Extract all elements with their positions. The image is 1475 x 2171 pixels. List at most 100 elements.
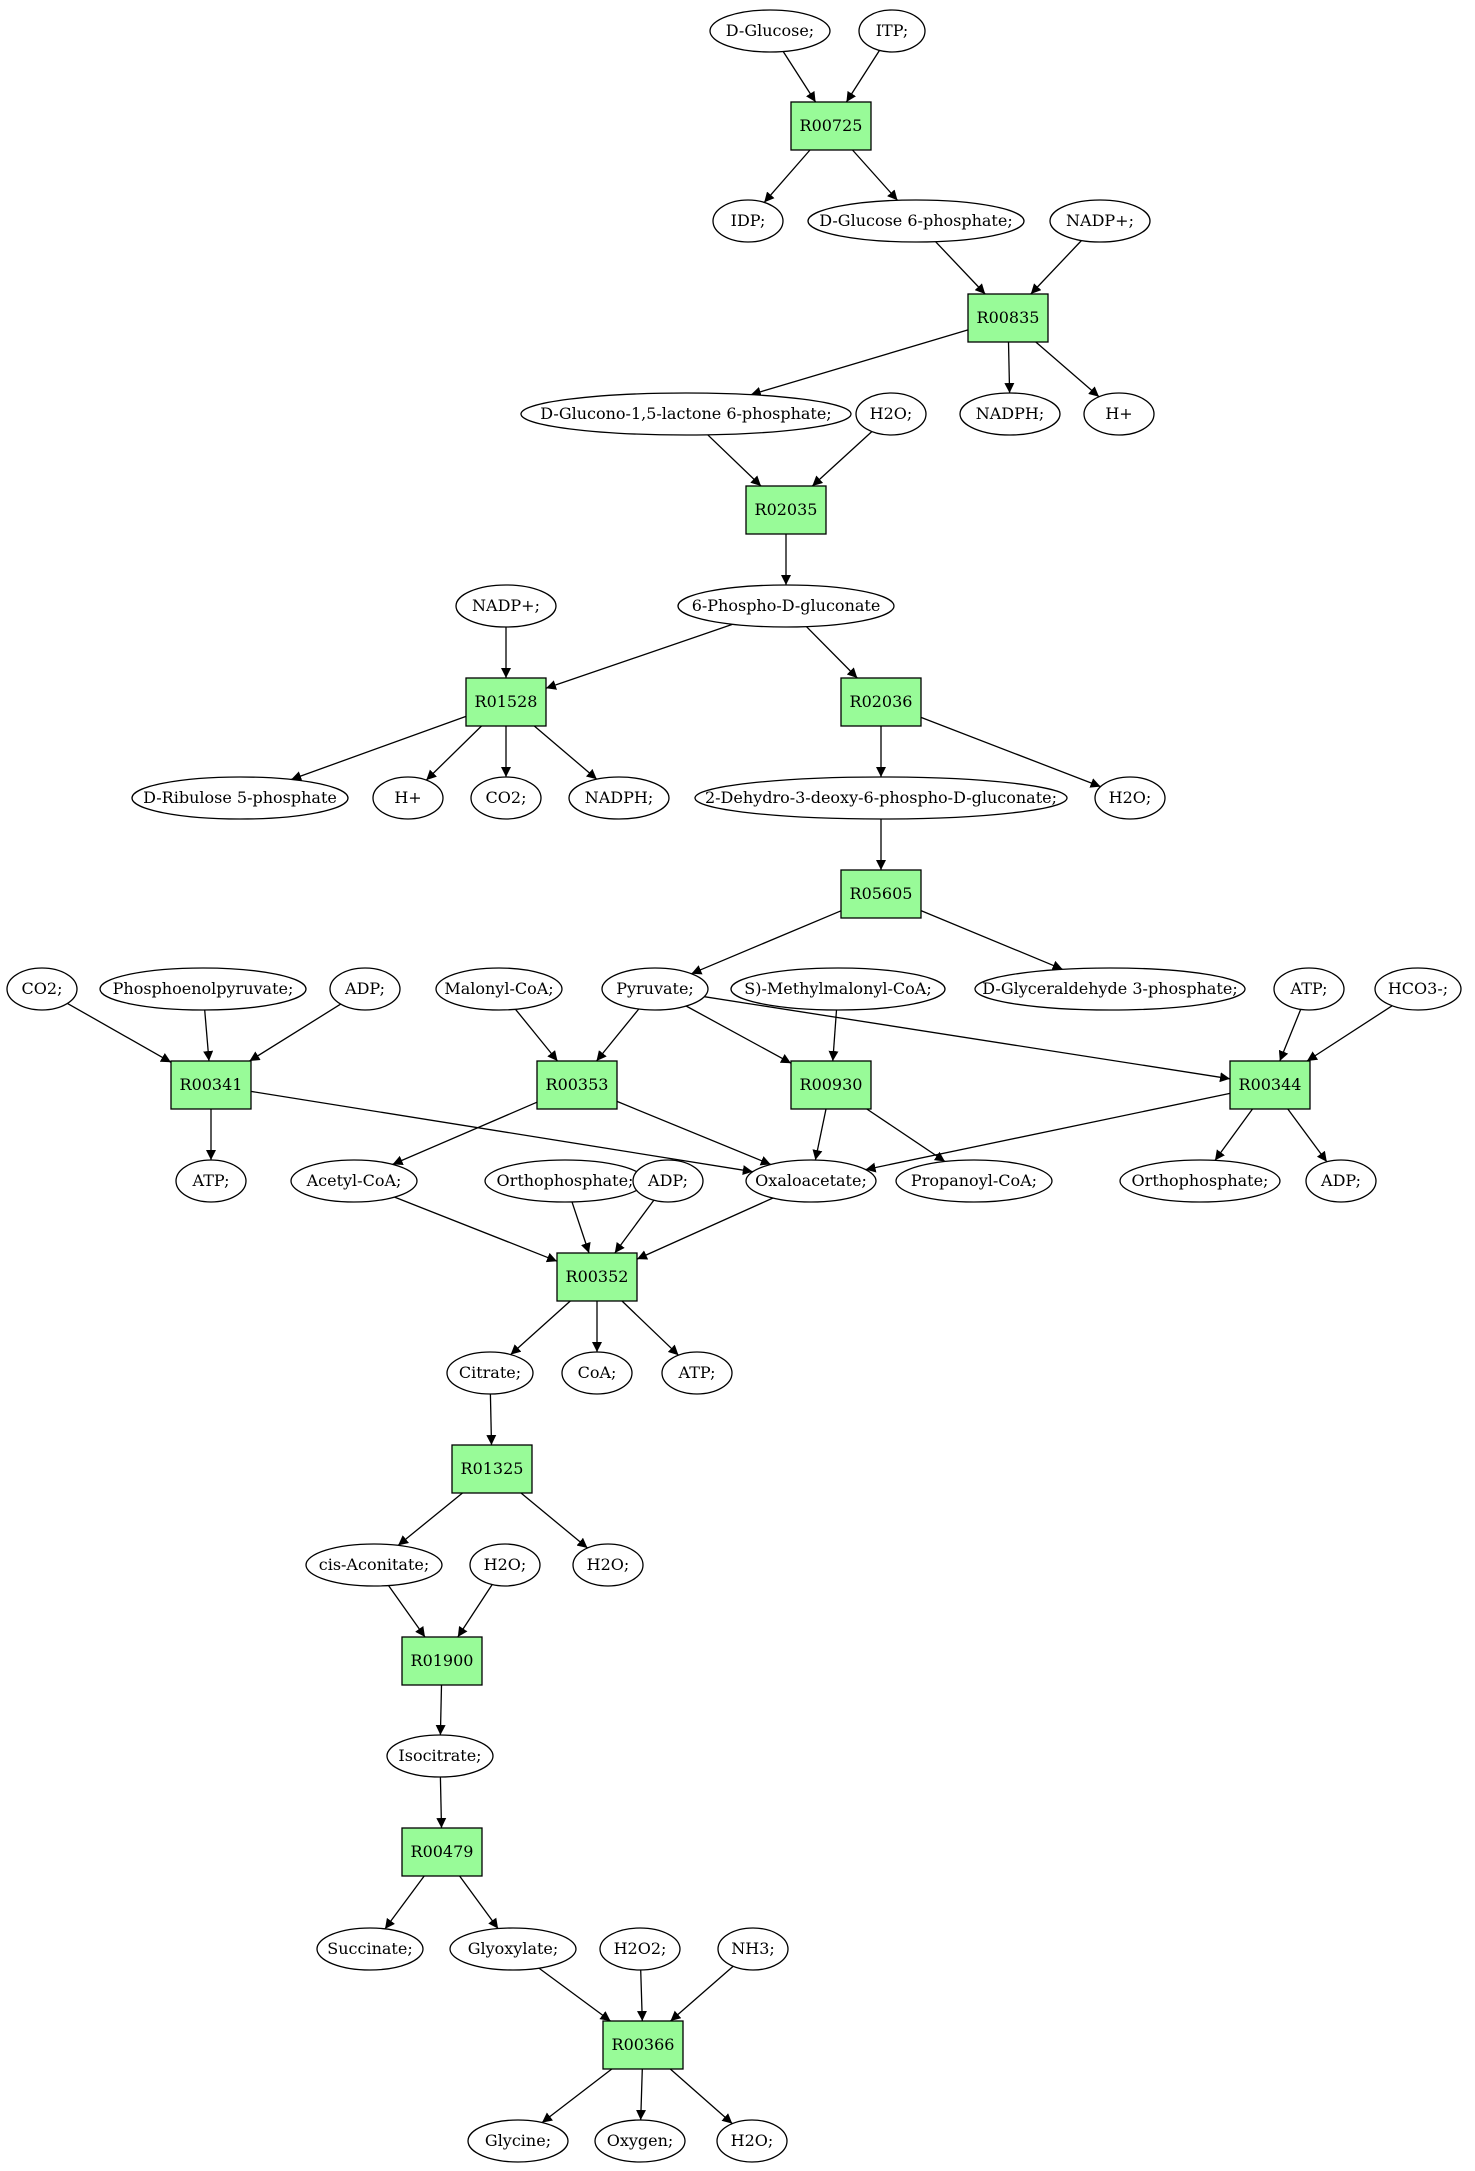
edge-r_R00353-to-m_oaa	[616, 1100, 772, 1166]
metabolite-node-m_glyox: Glyoxylate;	[449, 1927, 577, 1971]
edge-m_h2o1-to-r_R02035	[811, 431, 873, 487]
metabolite-node-m_adp1: ADP;	[329, 967, 401, 1011]
metabolite-ellipse	[329, 967, 401, 1011]
metabolite-node-m_nadp1: NADP+;	[1049, 199, 1151, 243]
metabolite-node-m_propcoa: Propanoyl-CoA;	[895, 1159, 1053, 1203]
metabolite-ellipse	[601, 967, 709, 1011]
metabolite-ellipse	[435, 967, 563, 1011]
edge-m_g6p-to-r_R00835	[935, 241, 986, 295]
node-label: R00479	[411, 1842, 474, 1861]
metabolite-node-m_h2o2a: H2O;	[1094, 776, 1166, 820]
node-label: Malonyl-CoA;	[444, 979, 553, 998]
node-label: D-Glyceraldehyde 3-phosphate;	[982, 979, 1237, 998]
reaction-box	[745, 485, 827, 535]
edge-r_R02036-to-m_h2o2a	[920, 716, 1101, 788]
edge-r_R00344-to-m_pi2	[1214, 1108, 1254, 1161]
edge-m_glucono-to-r_R02035	[707, 434, 762, 487]
node-label: Orthophosphate;	[1132, 1171, 1269, 1190]
node-label: R00344	[1239, 1075, 1302, 1094]
metabolite-node-m_cit: Citrate;	[446, 1351, 534, 1395]
edge-m_6pg-to-r_R01528	[545, 623, 733, 690]
node-label: R01325	[461, 1459, 524, 1478]
edge-r_R00835-to-m_glucono	[750, 329, 969, 397]
metabolite-node-m_atp2: ATP;	[175, 1159, 247, 1203]
node-label: D-Ribulose 5-phosphate	[143, 788, 337, 807]
edge-m_itp-to-r_R00725	[845, 50, 881, 103]
edge-r_R00366-to-m_h2o5	[669, 2068, 733, 2125]
edge-m_cisacon-to-r_R01900	[387, 1585, 426, 1638]
node-label: ADP;	[1320, 1171, 1361, 1190]
metabolite-ellipse	[1049, 199, 1151, 243]
edge-m_pyr-to-r_R00344	[704, 996, 1231, 1083]
node-label: R00725	[800, 116, 863, 135]
edge-m_smmcoa-to-r_R00930	[828, 1009, 839, 1062]
node-label: cis-Aconitate;	[319, 1555, 430, 1574]
node-label: Acetyl-CoA;	[306, 1171, 402, 1190]
metabolite-node-m_nh3: NH3;	[717, 1927, 789, 1971]
metabolite-node-m_glucono: D-Glucono-1,5-lactone 6-phosphate;	[520, 392, 852, 436]
metabolite-ellipse	[386, 1734, 494, 1778]
metabolite-node-m_adp2: ADP;	[632, 1159, 704, 1203]
metabolite-ellipse	[6, 967, 78, 1011]
metabolite-node-m_smmcoa: S)-Methylmalonyl-CoA;	[730, 967, 946, 1011]
metabolite-node-m_g6p: D-Glucose 6-phosphate;	[807, 199, 1025, 243]
metabolite-node-m_nadp2: NADP+;	[455, 584, 557, 628]
metabolite-node-m_cisacon: cis-Aconitate;	[305, 1543, 443, 1587]
metabolite-ellipse	[1094, 776, 1166, 820]
node-label: H2O;	[1109, 788, 1152, 807]
node-label: NADP+;	[1066, 211, 1134, 230]
edge-r_R00725-to-m_g6p	[852, 149, 898, 201]
metabolite-ellipse	[632, 1159, 704, 1203]
metabolite-node-m_adp3: ADP;	[1305, 1159, 1377, 1203]
node-label: NADPH;	[585, 788, 654, 807]
edge-r_R01325-to-m_cisacon	[397, 1492, 463, 1546]
node-label: Phosphoenolpyruvate;	[113, 979, 294, 998]
metabolite-node-m_gap: D-Glyceraldehyde 3-phosphate;	[974, 967, 1246, 1011]
reaction-node-r_R00353: R00353	[536, 1060, 618, 1110]
metabolite-node-m_atp1: ATP;	[1273, 967, 1345, 1011]
edge-m_nh3-to-r_R00366	[670, 1965, 734, 2022]
edge-m_adp2-to-r_R00352	[614, 1199, 655, 1254]
reaction-node-r_R01325: R01325	[451, 1444, 533, 1494]
metabolite-node-m_dglucose: D-Glucose;	[709, 9, 831, 53]
edge-r_R01900-to-m_icit	[435, 1684, 446, 1736]
node-label: R00366	[612, 2035, 675, 2054]
reaction-box	[967, 293, 1049, 343]
metabolite-ellipse	[572, 1543, 644, 1587]
edge-r_R00366-to-m_o2	[636, 2068, 647, 2121]
metabolite-ellipse	[855, 392, 927, 436]
edge-m_nadp1-to-r_R00835	[1030, 240, 1082, 295]
node-label: R01900	[411, 1651, 474, 1670]
edge-m_dglucose-to-r_R00725	[782, 51, 817, 103]
node-label: D-Glucose 6-phosphate;	[819, 211, 1012, 230]
metabolite-ellipse	[974, 967, 1246, 1011]
node-label: R02035	[755, 500, 818, 519]
reaction-node-r_R01900: R01900	[401, 1636, 483, 1686]
metabolite-ellipse	[568, 776, 670, 820]
node-label: Citrate;	[459, 1363, 521, 1382]
reaction-box	[790, 101, 872, 151]
metabolite-node-m_pep: Phosphoenolpyruvate;	[99, 967, 307, 1011]
reaction-node-r_R00352: R00352	[556, 1252, 638, 1302]
metabolite-ellipse	[99, 967, 307, 1011]
metabolite-ellipse	[175, 1159, 247, 1203]
edge-m_pi1-to-r_R00352	[571, 1201, 591, 1254]
metabolite-ellipse	[520, 392, 852, 436]
node-label: ATP;	[678, 1363, 716, 1382]
edge-m_pyr-to-r_R00353	[595, 1008, 640, 1062]
reaction-box	[840, 677, 922, 727]
node-label: H2O2;	[614, 1939, 667, 1958]
node-label: H2O;	[870, 404, 913, 423]
metabolite-node-m_h2o3: H2O;	[469, 1543, 541, 1587]
node-label: R00835	[977, 308, 1040, 327]
edge-r_R00344-to-m_adp3	[1287, 1108, 1328, 1163]
metabolite-node-m_hco3: HCO3-;	[1374, 967, 1462, 1011]
metabolite-node-m_hplus2: H+	[372, 776, 444, 820]
node-label: Isocitrate;	[398, 1746, 481, 1765]
node-label: D-Glucono-1,5-lactone 6-phosphate;	[540, 404, 831, 423]
reaction-box	[170, 1060, 252, 1110]
reaction-box	[556, 1252, 638, 1302]
reaction-node-r_R05605: R05605	[840, 869, 922, 919]
metabolite-ellipse	[305, 1543, 443, 1587]
